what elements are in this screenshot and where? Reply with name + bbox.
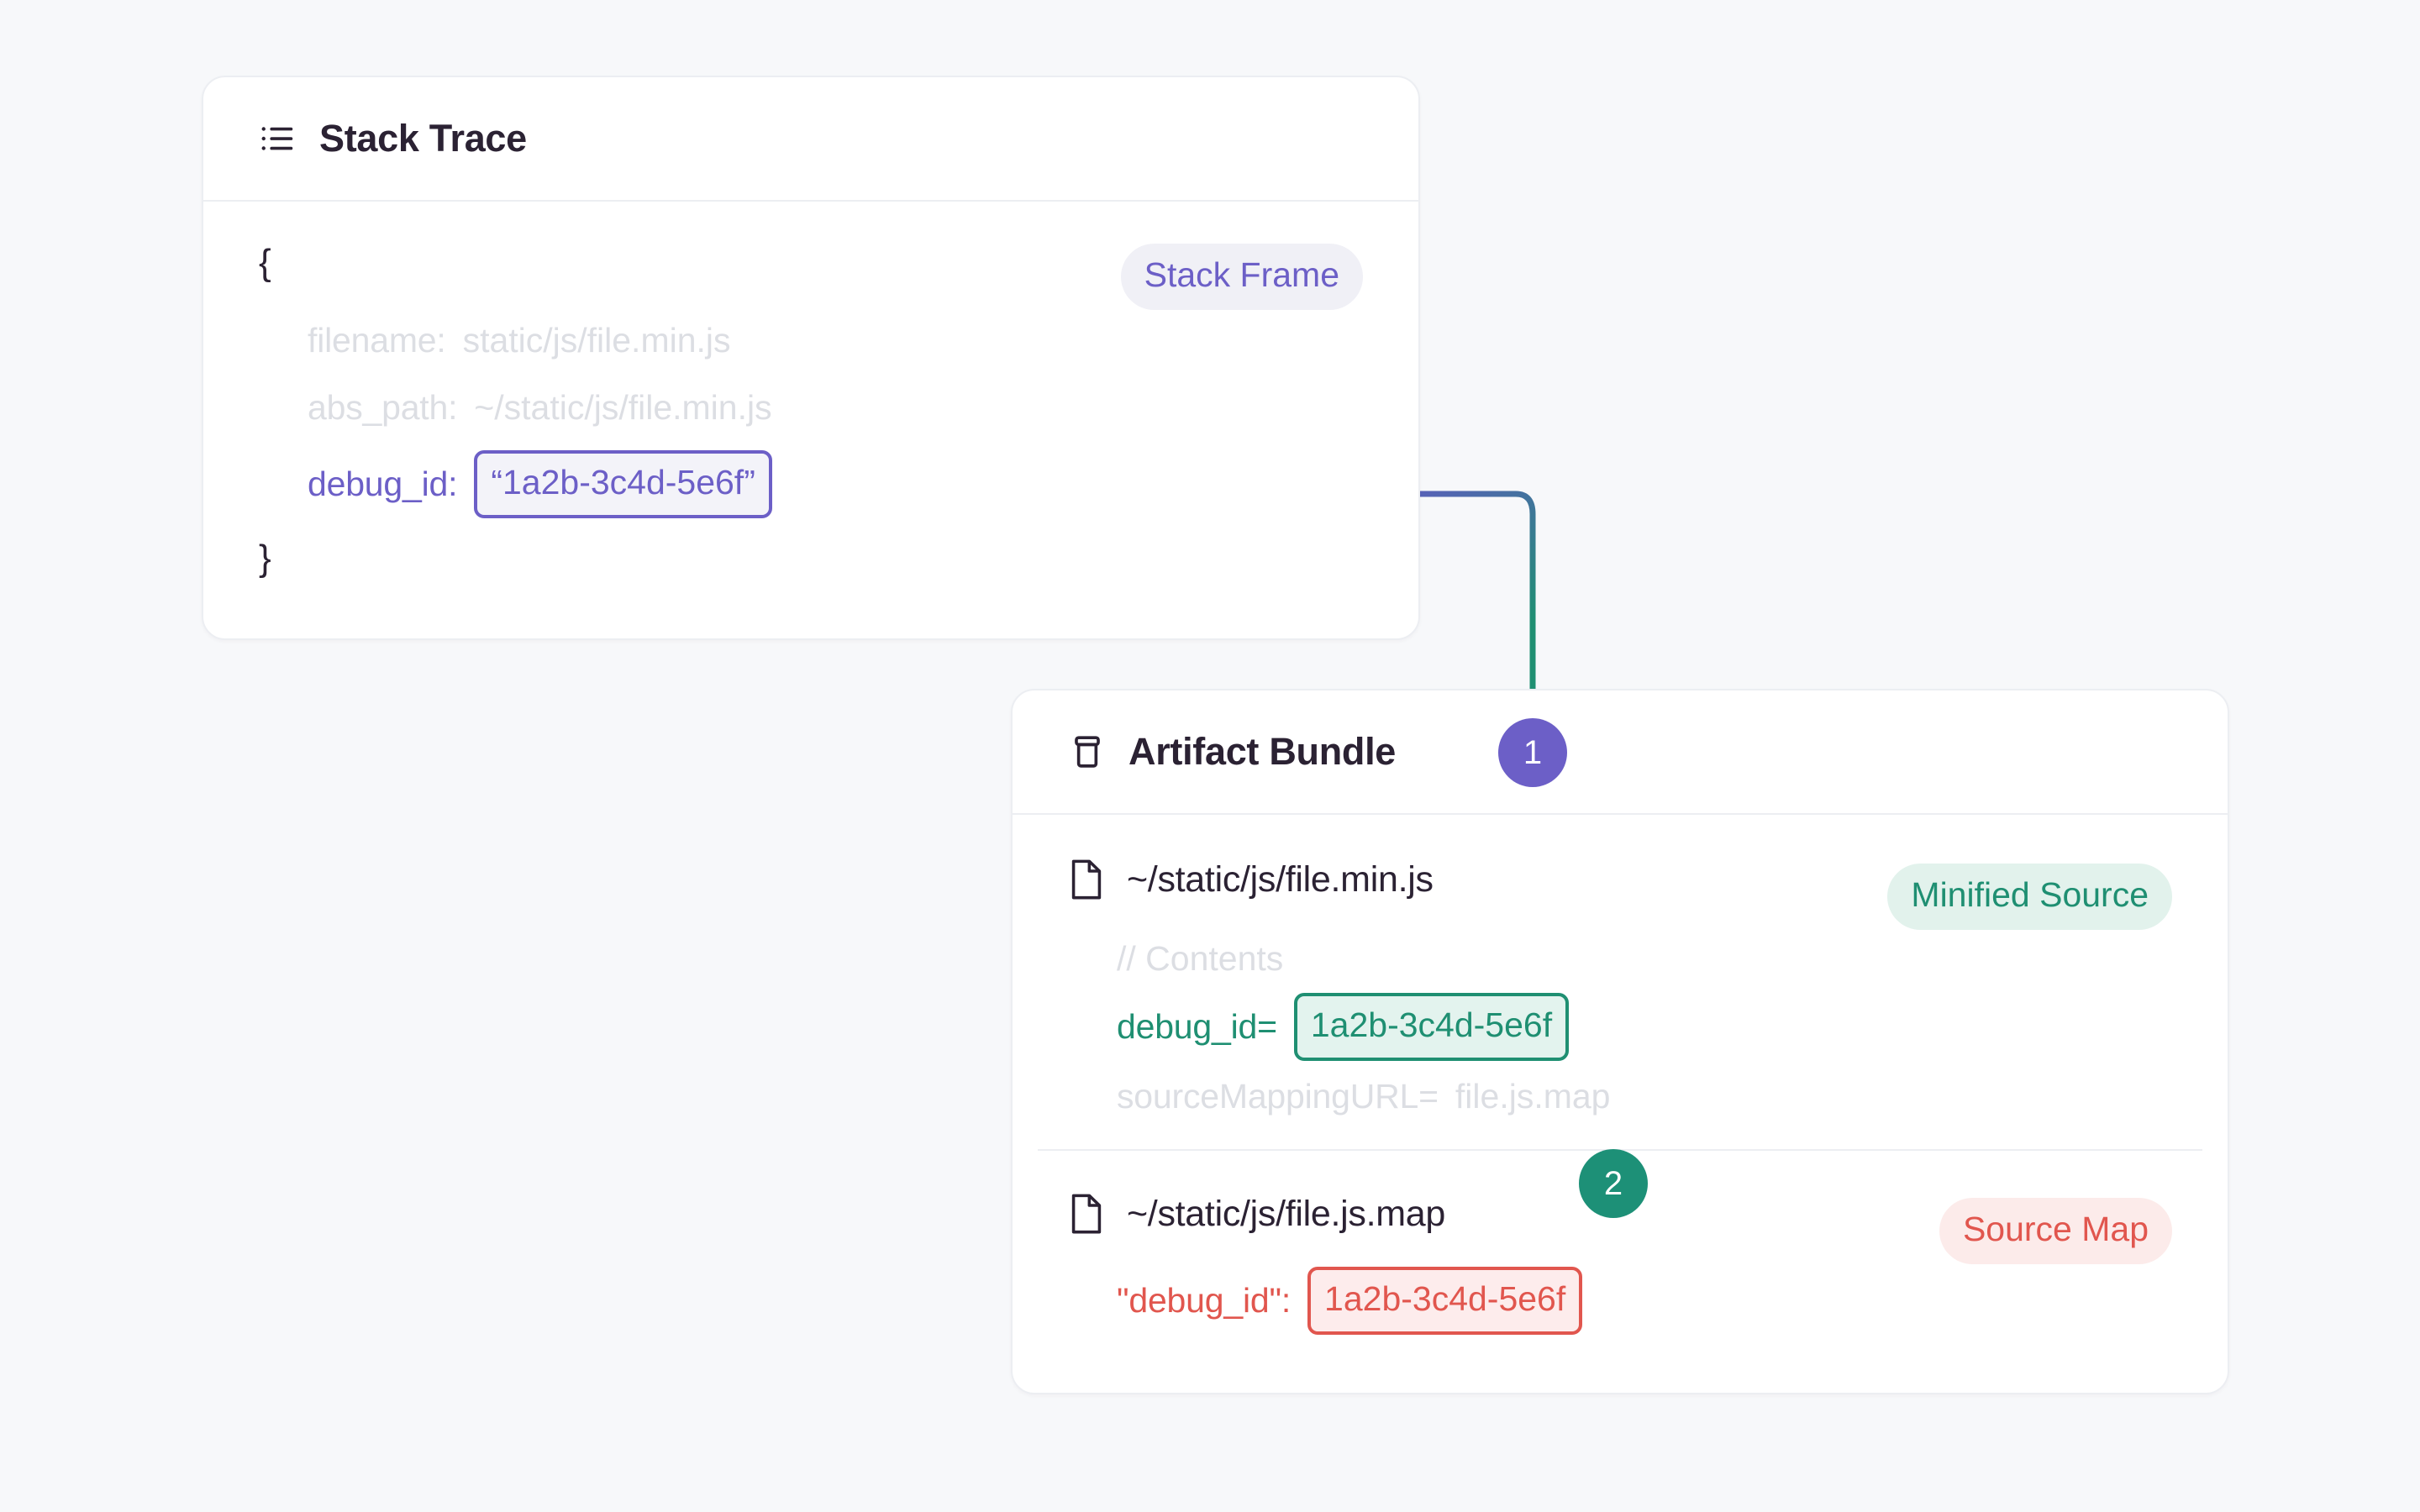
close-brace: } — [259, 538, 271, 579]
line-contents-comment: // Contents — [1117, 939, 1284, 978]
line-source-mapping-url: sourceMappingURL= file.js.map — [1117, 1077, 1610, 1116]
artifact-bundle-header: Artifact Bundle — [1013, 690, 2228, 815]
stacktrace-debug-id-chip[interactable]: “1a2b-3c4d-5e6f” — [474, 450, 772, 518]
row-abs-path: abs_path: ~/static/js/file.min.js — [308, 388, 772, 428]
line-sourcemap-debug-id: "debug_id": 1a2b-3c4d-5e6f — [1117, 1267, 1583, 1335]
step-badge-2[interactable]: 2 — [1579, 1149, 1648, 1218]
stack-trace-title: Stack Trace — [319, 117, 527, 160]
open-brace: { — [259, 242, 271, 283]
minified-debug-id-chip[interactable]: 1a2b-3c4d-5e6f — [1293, 993, 1570, 1061]
artifact-bundle-body: ~/static/js/file.min.js Minified Source … — [1013, 815, 2228, 1393]
minified-source-badge: Minified Source — [1887, 864, 2172, 930]
stack-trace-panel: Stack Trace Stack Frame { filename: stat… — [202, 76, 1420, 640]
row-debug-id-key: debug_id: — [308, 465, 458, 503]
file-icon — [1071, 859, 1102, 900]
line-source-mapping-url-key: sourceMappingURL= — [1117, 1077, 1439, 1116]
artifact-bundle-panel: Artifact Bundle ~/static/js/file.min.js … — [1011, 689, 2229, 1394]
list-icon — [261, 127, 293, 150]
row-filename-value: static/js/file.min.js — [462, 321, 731, 360]
stack-trace-header: Stack Trace — [203, 77, 1418, 202]
source-map-badge: Source Map — [1939, 1198, 2172, 1264]
file-row-minified[interactable]: ~/static/js/file.min.js — [1068, 858, 1434, 900]
row-debug-id: debug_id: “1a2b-3c4d-5e6f” — [308, 450, 772, 518]
package-icon — [1075, 736, 1100, 768]
artifact-bundle-title: Artifact Bundle — [1128, 730, 1397, 773]
line-sourcemap-debug-id-key: "debug_id": — [1117, 1281, 1292, 1320]
line-minified-debug-id: debug_id= 1a2b-3c4d-5e6f — [1117, 993, 1570, 1061]
row-abs-path-value: ~/static/js/file.min.js — [474, 388, 772, 427]
line-source-mapping-url-value: file.js.map — [1455, 1077, 1611, 1116]
sourcemap-debug-id-chip[interactable]: 1a2b-3c4d-5e6f — [1307, 1267, 1583, 1335]
file-icon — [1071, 1194, 1102, 1234]
row-filename: filename: static/js/file.min.js — [308, 321, 731, 360]
stack-trace-body: Stack Frame { filename: static/js/file.m… — [203, 202, 1418, 638]
file-row-sourcemap[interactable]: ~/static/js/file.js.map — [1068, 1193, 1445, 1235]
file-name-minified: ~/static/js/file.min.js — [1127, 858, 1434, 900]
row-abs-path-key: abs_path: — [308, 388, 458, 427]
line-minified-debug-id-key: debug_id= — [1117, 1007, 1277, 1046]
stack-frame-badge: Stack Frame — [1120, 244, 1363, 310]
file-name-sourcemap: ~/static/js/file.js.map — [1127, 1193, 1446, 1234]
row-filename-key: filename: — [308, 321, 446, 360]
step-badge-1[interactable]: 1 — [1498, 718, 1567, 787]
